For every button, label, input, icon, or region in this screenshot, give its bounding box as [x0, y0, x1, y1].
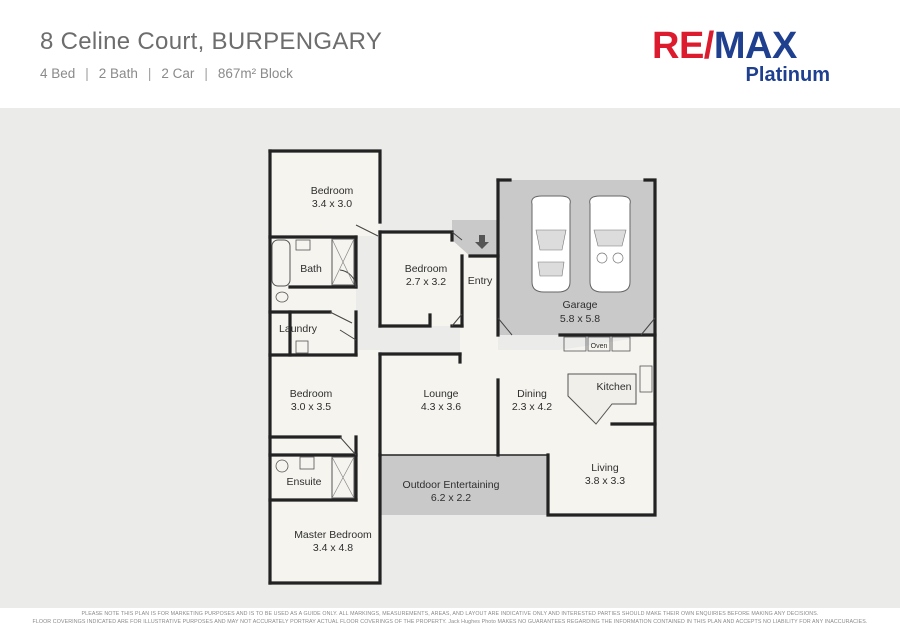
spec-separator: | [147, 66, 152, 81]
label-lounge: Lounge [423, 388, 458, 400]
label-dining: Dining [517, 388, 547, 400]
size-dining: 2.3 x 4.2 [512, 401, 552, 413]
label-bedroom-3: Bedroom [290, 388, 333, 400]
label-kitchen: Kitchen [596, 381, 631, 393]
label-entry: Entry [468, 275, 493, 287]
size-lounge: 4.3 x 3.6 [421, 401, 461, 413]
property-title: 8 Celine Court, BURPENGARY [40, 28, 383, 55]
label-ensuite: Ensuite [286, 476, 321, 488]
label-master-bedroom: Master Bedroom [294, 529, 372, 541]
entry-arrow-icon [475, 235, 489, 249]
garage-floor [498, 180, 655, 335]
label-living: Living [591, 462, 619, 474]
shower [331, 238, 355, 286]
disclaimer-line-1: PLEASE NOTE THIS PLAN IS FOR MARKETING P… [81, 611, 819, 617]
label-bedroom-2: Bedroom [405, 263, 448, 275]
entry-step [452, 220, 498, 256]
spec-bed: 4 Bed [40, 66, 76, 81]
oven [587, 336, 611, 352]
label-laundry: Laundry [279, 323, 318, 335]
logo-wordmark: RE/MAX [652, 25, 797, 67]
spec-separator: | [204, 66, 208, 81]
room-labels: Bedroom 3.4 x 3.0 Bath Laundry Bedroom 2… [279, 185, 632, 554]
car-sedan-icon [531, 195, 571, 293]
logo-subtitle: Platinum [745, 64, 830, 86]
property-specs: 4 Bed | 2 Bath | 2 Car | 867m² Block [40, 66, 293, 81]
car-convertible-icon [589, 195, 631, 293]
label-outdoor-entertaining: Outdoor Entertaining [403, 479, 500, 491]
label-bedroom-1: Bedroom [311, 185, 354, 197]
disclaimer-line-2: FLOOR COVERINGS INDICATED ARE FOR ILLUST… [32, 619, 868, 625]
spec-separator: | [85, 66, 89, 81]
size-garage: 5.8 x 5.8 [560, 313, 600, 325]
label-oven: Oven [591, 343, 608, 350]
label-bath: Bath [300, 263, 322, 275]
remax-logo: RE/MAX Platinum [652, 25, 834, 86]
kitchen-bench [567, 373, 637, 425]
size-bedroom-1: 3.4 x 3.0 [312, 198, 352, 210]
disclaimer: PLEASE NOTE THIS PLAN IS FOR MARKETING P… [0, 610, 900, 626]
label-garage: Garage [562, 299, 597, 311]
spec-block: 867m² Block [217, 66, 293, 81]
size-outdoor-entertaining: 6.2 x 2.2 [431, 492, 471, 504]
header: 8 Celine Court, BURPENGARY 4 Bed | 2 Bat… [0, 0, 900, 108]
size-bedroom-2: 2.7 x 3.2 [406, 276, 446, 288]
size-bedroom-3: 3.0 x 3.5 [291, 401, 331, 413]
size-living: 3.8 x 3.3 [585, 475, 625, 487]
outdoor-floor [380, 455, 548, 515]
size-master-bedroom: 3.4 x 4.8 [313, 542, 353, 554]
bathtub [271, 239, 291, 287]
spec-bath: 2 Bath [98, 66, 138, 81]
spec-car: 2 Car [161, 66, 195, 81]
toilet [275, 291, 289, 303]
